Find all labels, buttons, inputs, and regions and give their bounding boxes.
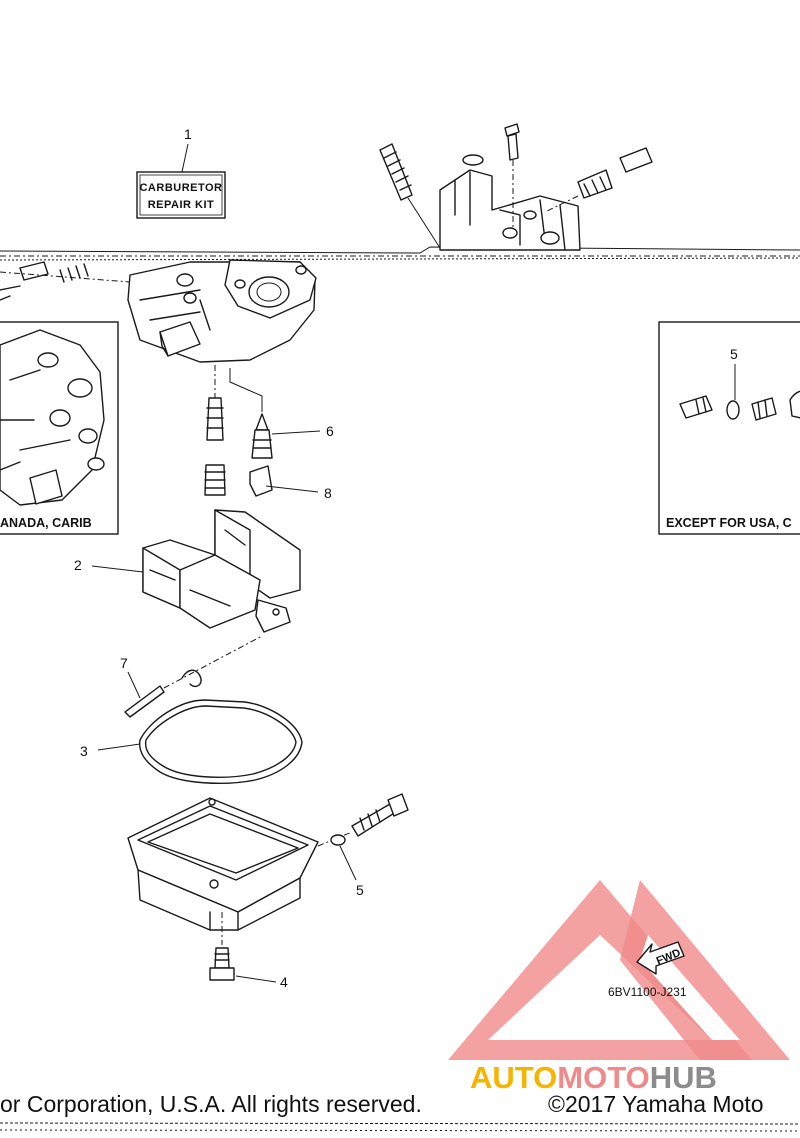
inset-left-caption: ANADA, CARIB: [0, 516, 92, 530]
watermark-triangle-accent: [620, 880, 790, 1060]
reference-code: 6BV1100-J231: [608, 985, 687, 999]
part-label-3: 3: [80, 743, 88, 759]
leader-line-4: [235, 975, 277, 983]
part-label-4: 4: [280, 974, 288, 990]
copyright-left: or Corporation, U.S.A. All rights reserv…: [0, 1091, 422, 1117]
watermark-text-hub: HUB: [650, 1060, 717, 1095]
copyright-right: ©2017 Yamaha Moto: [548, 1091, 764, 1117]
watermark-text-moto: MOTO: [557, 1060, 649, 1095]
leader-line-6: [271, 430, 321, 435]
watermark-logo: AUTOMOTOHUB: [448, 880, 790, 1095]
watermark-text: AUTOMOTOHUB: [470, 1060, 717, 1095]
leader-line-2: [91, 565, 144, 573]
watermark-text-auto: AUTO: [470, 1060, 557, 1095]
leader-line-8: [265, 485, 319, 493]
part-label-2: 2: [74, 557, 82, 573]
inset-right-part-label: 5: [730, 346, 738, 362]
leader-line-1: [181, 143, 189, 173]
carburetor-body: [0, 259, 317, 363]
watermark-triangle-inner: [488, 935, 712, 1040]
drain-screw: [209, 912, 235, 981]
scan-tear-line-top: [0, 246, 800, 261]
carburetor-top-assembly: [379, 123, 653, 251]
inset-left: ANADA, CARIB: [0, 321, 119, 535]
float-pin: [124, 635, 263, 718]
inset-right: 5 EXCEPT FOR USA, C: [658, 321, 800, 535]
inset-right-caption: EXCEPT FOR USA, C: [666, 516, 792, 530]
leader-line-3: [97, 743, 141, 751]
float-chamber: [127, 793, 409, 931]
float: [142, 509, 301, 633]
float-chamber-gasket: [138, 699, 303, 784]
scan-tear-line-bottom: [0, 1122, 800, 1132]
leader-line-5: [339, 845, 357, 881]
part-label-7: 7: [120, 655, 128, 671]
part-label-6: 6: [326, 423, 334, 439]
needle-valve-assembly: [204, 365, 273, 497]
repair-kit-box: CARBURETOR REPAIR KIT: [136, 171, 226, 219]
fwd-arrow-icon: FWD: [636, 941, 685, 975]
part-label-1: 1: [184, 126, 192, 142]
repair-kit-line2: REPAIR KIT: [148, 199, 215, 211]
part-label-8: 8: [324, 485, 332, 501]
part-label-5: 5: [356, 882, 364, 898]
repair-kit-line1: CARBURETOR: [139, 182, 222, 194]
leader-line-7: [127, 671, 141, 699]
